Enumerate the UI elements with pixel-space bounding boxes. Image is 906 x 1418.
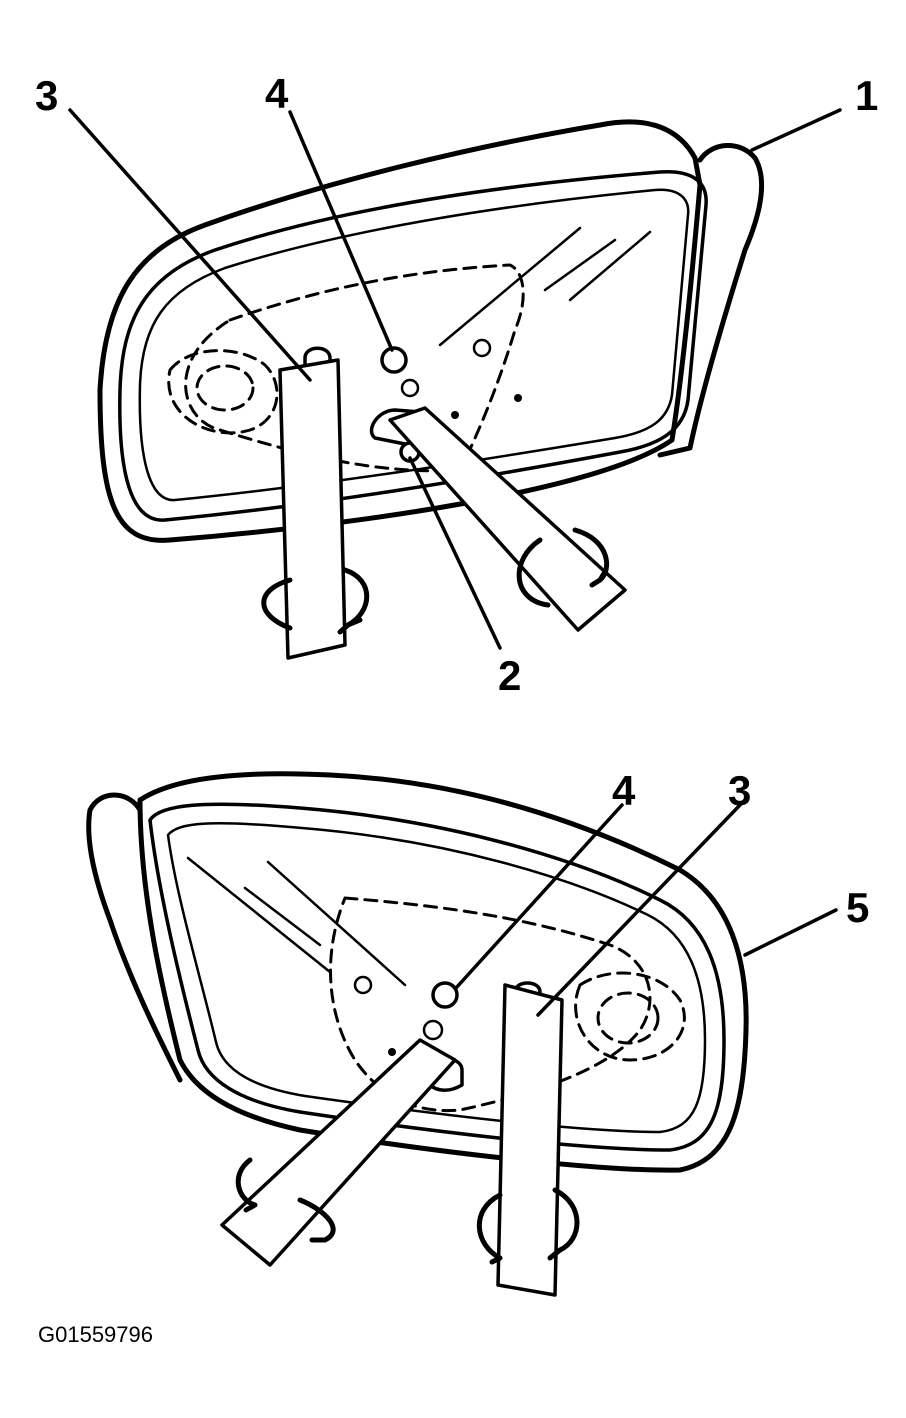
bottom-hole (422, 1019, 444, 1041)
bottom-backing-plate-dashed (329, 896, 652, 1113)
top-backing-plate-dashed (184, 263, 525, 473)
top-tool-diagonal (388, 406, 627, 632)
callout-4: 4 (612, 767, 636, 814)
bottom-leader-3 (536, 803, 742, 1017)
bottom-tool-vertical (496, 983, 564, 1297)
top-mirror-glass-inner (138, 188, 690, 502)
top-tool-vertical (278, 358, 347, 660)
top-motor-pivot-dashed (195, 364, 255, 412)
bottom-dot (388, 1048, 396, 1056)
bottom-mirror-glass-inner (166, 822, 707, 1134)
bottom-motor-outline-dashed (574, 971, 686, 1062)
top-glare-line-2 (543, 238, 617, 292)
top-leader-1 (750, 108, 842, 152)
bottom-mirror-housing (137, 771, 749, 1173)
callout-5: 5 (846, 884, 869, 931)
bottom-tool-rotation-arrow-right (476, 1187, 580, 1265)
top-hole (400, 378, 420, 398)
top-dot (514, 394, 522, 402)
bottom-glare-line-1 (186, 856, 332, 974)
top-dot (451, 411, 459, 419)
bottom-housing-end-cap (86, 792, 183, 1083)
bottom-leader-4 (454, 803, 624, 990)
top-retainer-4 (380, 346, 408, 374)
bottom-leader-5 (743, 908, 838, 957)
top-mirror-glass-outer (118, 170, 708, 522)
top-mirror-view: 1 3 4 2 (35, 70, 878, 699)
bottom-tool-rotation-arrow-left (235, 1157, 336, 1243)
top-leader-2 (408, 456, 502, 650)
figure-id: G01559796 (38, 1322, 153, 1347)
bottom-hole (353, 975, 373, 995)
bottom-retainer-4 (431, 981, 459, 1009)
bottom-mirror-view: 4 3 5 (86, 767, 869, 1297)
top-tool-rotation-arrow-right (516, 527, 610, 608)
top-hole (472, 338, 492, 358)
top-glare-line-1 (438, 226, 582, 347)
bottom-glare-line-2 (243, 886, 322, 947)
callout-4: 4 (265, 70, 289, 117)
callout-3: 3 (728, 767, 751, 814)
callout-2: 2 (498, 652, 521, 699)
bottom-tool-diagonal (220, 1038, 457, 1267)
callout-1: 1 (855, 72, 878, 119)
top-leader-3 (68, 108, 312, 382)
top-housing-end-cap (657, 143, 764, 458)
callout-3: 3 (35, 72, 58, 119)
top-leader-4 (288, 110, 394, 352)
top-glare-line-3 (568, 230, 652, 302)
top-motor-outline-dashed (167, 349, 279, 435)
top-tool-rotation-arrow-left (261, 567, 370, 635)
bottom-mirror-glass-outer (148, 802, 726, 1152)
top-mirror-housing (97, 119, 703, 543)
bottom-motor-pivot-dashed (596, 991, 660, 1045)
